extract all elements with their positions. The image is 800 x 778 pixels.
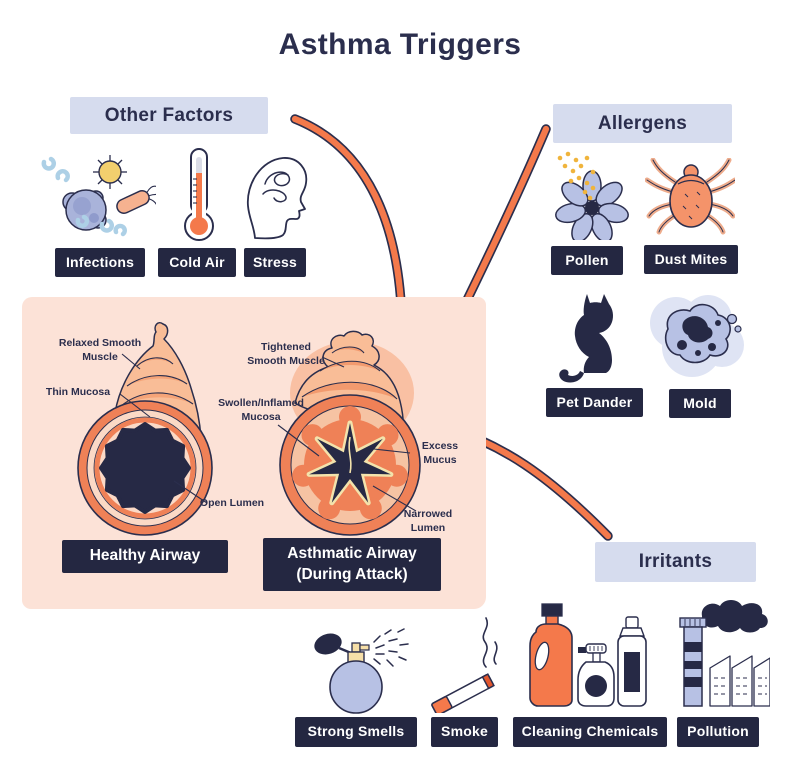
annotation-excess-mucus: Excess Mucus [421, 440, 459, 466]
stressed-head-icon [241, 148, 311, 240]
dust-mite-icon [645, 158, 735, 236]
annotation-leader-lines [119, 353, 417, 512]
label-chip-pollution: Pollution [677, 717, 759, 747]
cat-icon [554, 291, 618, 385]
healthy-airway-caption: Healthy Airway [62, 540, 228, 573]
allergens-header: Allergens [553, 104, 732, 143]
mold-icon [638, 285, 746, 382]
annotation-thin-mucosa: Thin Mucosa [45, 386, 111, 398]
label-chip-infections: Infections [55, 248, 145, 277]
label-chip-cleaning-chemicals: Cleaning Chemicals [513, 717, 667, 747]
annotation-open-lumen: Open Lumen [199, 497, 265, 509]
label-chip-dust-mites: Dust Mites [644, 245, 738, 274]
germs-icon [38, 150, 156, 242]
arrow-other-factors [290, 114, 414, 335]
airway-comparison-panel: Relaxed Smooth Muscle Thin Mucosa Open L… [22, 297, 486, 609]
label-chip-stress: Stress [244, 248, 306, 277]
cigarette-icon [426, 615, 504, 713]
asthmatic-airway-caption: Asthmatic Airway (During Attack) [263, 538, 441, 591]
annotation-swollen-inflamed-mucosa: Swollen/Inflamed Mucosa [218, 397, 304, 423]
annotation-tightened-smooth-muscle: Tightened Smooth Muscle [247, 341, 325, 367]
thermometer-icon [176, 145, 222, 245]
healthy-airway-illustration [77, 321, 213, 536]
cleaning-bottles-icon [522, 602, 648, 710]
pollen-flower-icon [546, 150, 634, 240]
perfume-atomizer-icon [306, 628, 410, 714]
label-chip-mold: Mold [669, 389, 731, 418]
other-factors-header: Other Factors [70, 97, 268, 134]
label-chip-cold-air: Cold Air [158, 248, 236, 277]
asthmatic-airway-illustration [279, 330, 421, 536]
label-chip-strong-smells: Strong Smells [295, 717, 417, 747]
annotation-relaxed-smooth-muscle: Relaxed Smooth Muscle [58, 337, 142, 363]
label-chip-smoke: Smoke [431, 717, 498, 747]
label-chip-pet-dander: Pet Dander [546, 388, 643, 417]
page-title: Asthma Triggers [278, 28, 522, 61]
annotation-narrowed-lumen: Narrowed Lumen [403, 508, 453, 534]
irritants-header: Irritants [595, 542, 756, 582]
label-chip-pollen: Pollen [551, 246, 623, 275]
factory-smokestack-icon [674, 598, 770, 712]
airway-illustrations [77, 321, 421, 536]
